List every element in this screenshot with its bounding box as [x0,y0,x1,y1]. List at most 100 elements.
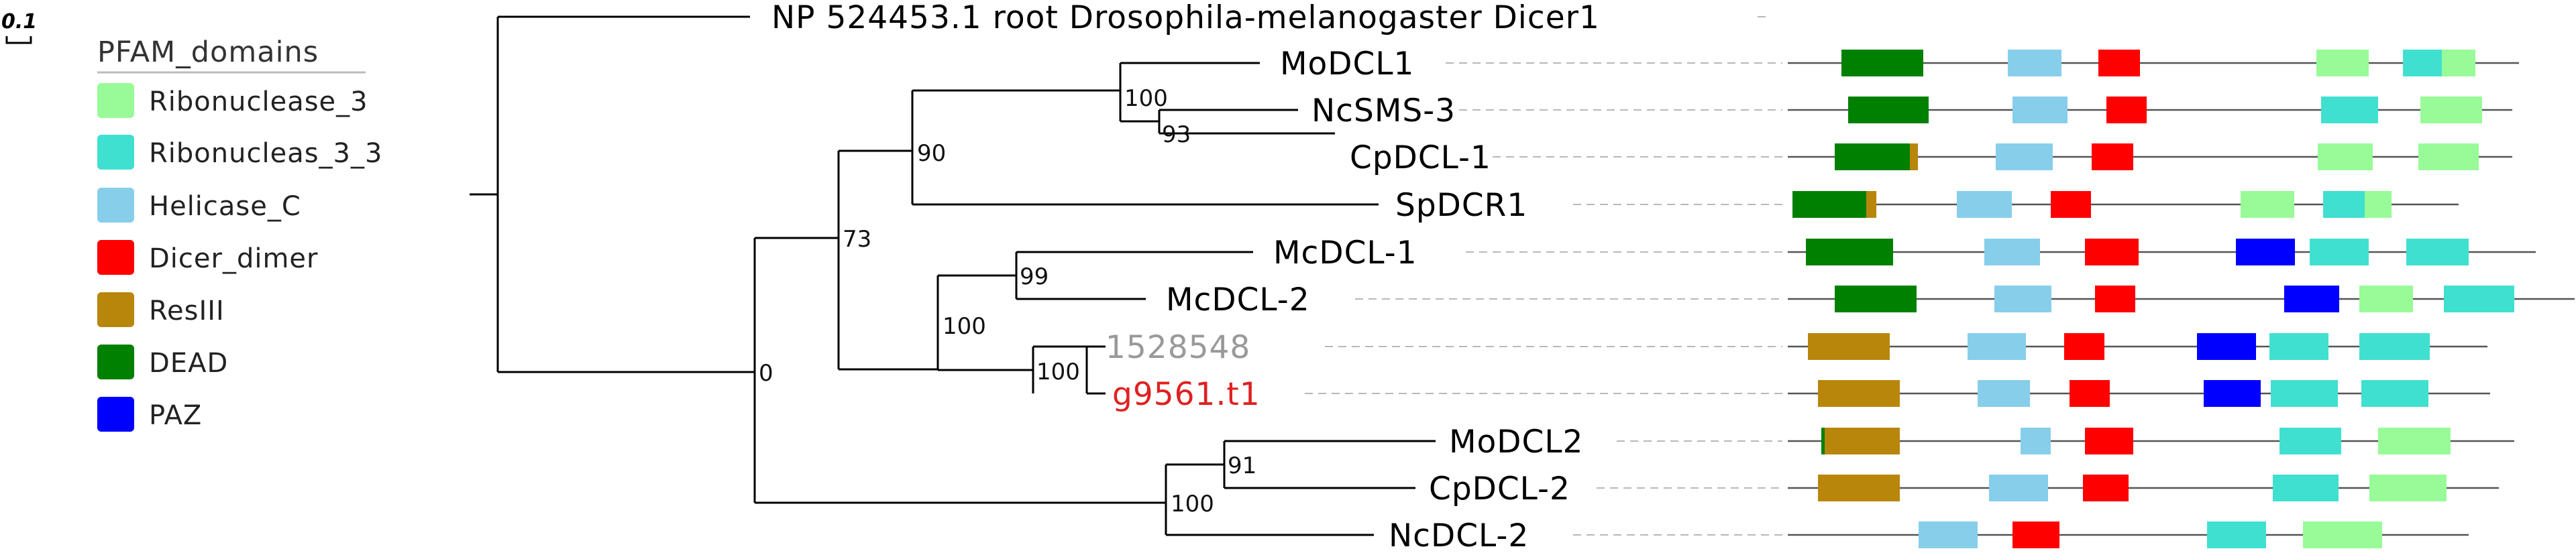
support-value: 100 [1171,491,1214,517]
support-value: 0 [759,360,773,387]
leaf-label: 1528548 [1106,329,1250,366]
domain-resiii [1910,143,1918,170]
domain-dead [1835,143,1910,170]
domain-helicase_c [1984,239,2040,265]
domain-dicer_dimer [2098,50,2140,76]
domain-helicase_c [1919,521,1978,548]
domain-ribonuclease_3 [2316,50,2369,76]
legend-label: DEAD [149,348,228,379]
domain-dicer_dimer [2070,380,2110,407]
leaf-labels: NP 524453.1 root Drosophila-melanogaster… [771,0,1600,553]
domain-ribonucleas_3_3 [2273,475,2339,501]
tree-branches [470,15,1436,536]
domain-resiii [1825,428,1900,454]
domain-dead [1792,191,1866,218]
domain-dead [1806,239,1893,265]
leaf-label: CpDCL-1 [1350,139,1491,176]
leaf-guide-lines [1305,16,1787,536]
domain-ribonuclease_3 [2420,97,2482,123]
domain-ribonucleas_3_3 [2271,380,2338,407]
support-values: 100 93 90 73 99 100 100 0 91 100 [759,85,1256,517]
legend-swatch-dead [97,345,134,379]
domain-paz [2236,239,2295,265]
leaf-label: SpDCR1 [1395,187,1527,224]
domain-resiii [1866,191,1876,218]
domain-ribonucleas_3_3 [2361,380,2428,407]
scale-bar-label: 0.1 [1,10,37,34]
domain-dicer_dimer [2092,143,2133,170]
domain-ribonuclease_3 [2369,475,2447,501]
domain-dicer_dimer [2083,475,2129,501]
leaf-label: NcSMS-3 [1311,93,1456,129]
domain-ribonucleas_3_3 [2359,333,2430,360]
domain-dicer_dimer [2106,97,2147,123]
domain-helicase_c [1996,143,2053,170]
scale-bar: 0.1 [1,10,37,44]
support-value: 99 [1020,263,1049,290]
domain-ribonucleas_3_3 [2279,428,2341,454]
legend-swatch-helicase_c [97,188,134,223]
domain-ribonuclease_3 [2303,521,2382,548]
domain-ribonucleas_3_3 [2444,286,2514,312]
domain-ribonuclease_3 [2318,143,2373,170]
domain-dicer_dimer [2085,239,2139,265]
domain-ribonucleas_3_3 [2269,333,2328,360]
domain-dead [1835,286,1917,312]
support-value: 100 [943,313,986,340]
leaf-label: McDCL-1 [1273,235,1417,271]
leaf-label: NP 524453.1 root Drosophila-melanogaster… [771,0,1600,36]
domain-dicer_dimer [2095,286,2135,312]
domain-resiii [1818,475,1900,501]
legend-title: PFAM_domains [97,36,319,69]
support-value: 73 [843,226,871,253]
domain-ribonucleas_3_3 [2207,521,2266,548]
legend-swatch-dicer_dimer [97,240,134,275]
support-value: 100 [1036,359,1080,385]
domain-ribonuclease_3 [2442,50,2475,76]
domain-dead [1848,97,1929,123]
domain-helicase_c [1978,380,2030,407]
domain-helicase_c [1968,333,2026,360]
leaf-label: g9561.t1 [1112,376,1260,413]
domain-paz [2204,380,2261,407]
support-value: 90 [917,140,946,167]
domain-dicer_dimer [2085,428,2133,454]
domain-architectures [1788,50,2575,548]
legend-label: Ribonuclease_3 [149,86,368,117]
support-value: 100 [1124,85,1168,112]
domain-resiii [1808,333,1890,360]
leaf-label: CpDCL-2 [1429,471,1570,507]
domain-ribonuclease_3 [2365,191,2392,218]
legend-swatch-ribonucleas_3_3 [97,135,134,170]
leaf-label: MoDCL1 [1280,46,1414,82]
support-value: 91 [1228,452,1256,479]
legend-label: Helicase_C [149,191,301,222]
domain-helicase_c [1994,286,2051,312]
legend: PFAM_domains Ribonuclease_3Ribonucleas_3… [97,36,382,432]
scale-bar-line [5,36,32,44]
domain-helicase_c [2012,97,2068,123]
legend-swatch-resiii [97,292,134,327]
domain-ribonucleas_3_3 [2403,50,2442,76]
legend-label: ResIII [149,296,225,326]
support-value: 93 [1162,121,1191,148]
domain-helicase_c [1989,475,2048,501]
domain-dead [1841,50,1923,76]
domain-dicer_dimer [2064,333,2104,360]
domain-dicer_dimer [2051,191,2091,218]
domain-paz [2197,333,2256,360]
legend-label: Ribonucleas_3_3 [149,138,382,169]
domain-ribonucleas_3_3 [2321,97,2378,123]
domain-resiii [1818,380,1900,407]
legend-swatch-paz [97,397,134,432]
domain-ribonucleas_3_3 [2323,191,2365,218]
leaf-label: MoDCL2 [1449,424,1583,460]
domain-helicase_c [2008,50,2061,76]
domain-ribonucleas_3_3 [2406,239,2469,265]
domain-paz [2284,286,2339,312]
domain-ribonucleas_3_3 [2310,239,2369,265]
domain-helicase_c [2021,428,2051,454]
leaf-label: NcDCL-2 [1389,517,1529,553]
